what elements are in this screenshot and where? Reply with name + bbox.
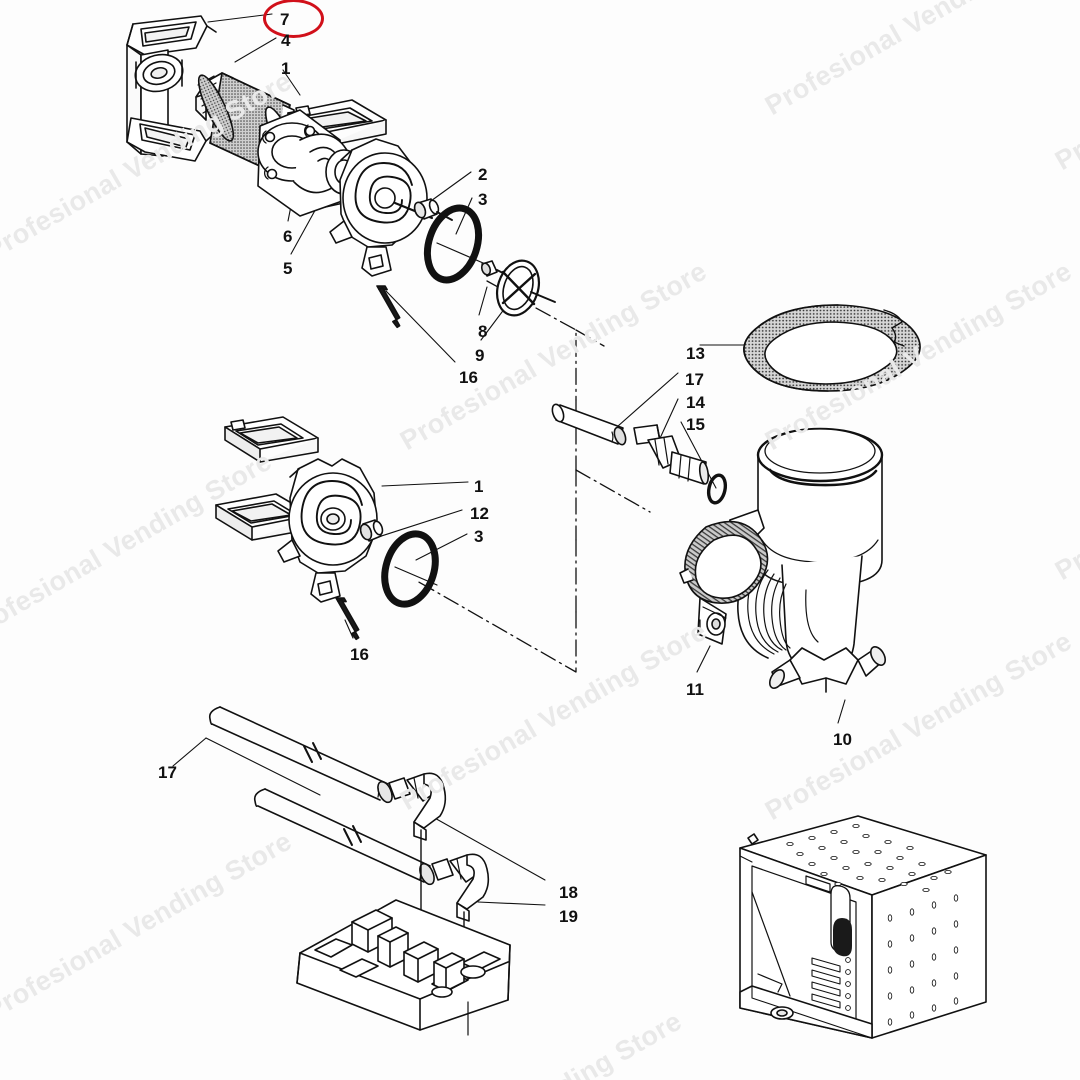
centerlines: [414, 280, 651, 673]
callout-label-11[interactable]: 11: [686, 680, 704, 699]
part-15-o-ring-small: [706, 473, 728, 505]
part-3-o-ring-lower: [381, 530, 439, 608]
part-18-elbow-upper: [388, 772, 447, 841]
part-11-hose-clamp: [679, 520, 769, 645]
part-7-mounting-bracket: [126, 15, 217, 162]
callout-label-1-lower[interactable]: 1: [474, 477, 484, 496]
callout-label-4[interactable]: 4: [281, 31, 291, 50]
part-volute-cover: [329, 138, 434, 277]
hopper-group-art: [551, 304, 921, 505]
second-assembly-art: [215, 416, 439, 641]
callout-label-2[interactable]: 2: [478, 165, 488, 184]
callout-label-19[interactable]: 19: [559, 907, 578, 926]
callout-label-1-upper[interactable]: 1: [281, 59, 291, 78]
part-17-hose-a: [208, 706, 393, 804]
callout-label-17-lower[interactable]: 17: [158, 763, 177, 782]
callout-label-13[interactable]: 13: [686, 344, 705, 363]
machine-unit-art: [739, 815, 987, 1039]
callout-label-6[interactable]: 6: [283, 227, 293, 246]
motor-assembly-art: [126, 15, 556, 329]
callout-label-9[interactable]: 9: [475, 346, 485, 365]
part-9-impeller: [496, 259, 556, 317]
callout-label-5[interactable]: 5: [283, 259, 293, 278]
highlight-ellipse-part-7: [263, 0, 324, 38]
callout-label-16-lower[interactable]: 16: [350, 645, 369, 664]
part-16-screw-lower: [322, 593, 374, 641]
callout-label-17-upper[interactable]: 17: [685, 370, 704, 389]
callout-label-3-lower[interactable]: 3: [474, 527, 484, 546]
callout-label-15[interactable]: 15: [686, 415, 705, 434]
part-18-elbow-lower: [431, 853, 490, 922]
callout-label-8[interactable]: 8: [478, 322, 488, 341]
part-14-hose-fitting: [633, 424, 710, 485]
part-16-screw-upper: [363, 281, 415, 329]
callout-label-16-upper[interactable]: 16: [459, 368, 478, 387]
part-19-base-plate: [296, 899, 511, 1036]
callout-label-10[interactable]: 10: [833, 730, 852, 749]
part-17-hose-upper: [551, 403, 627, 446]
callout-label-18[interactable]: 18: [559, 883, 578, 902]
part-17-hose-b: [253, 788, 435, 886]
part-12-bushing: [359, 519, 384, 542]
callout-label-12[interactable]: 12: [470, 504, 489, 523]
part-3-o-ring: [423, 204, 491, 284]
tubing-group-art: [208, 706, 511, 1036]
callout-label-3-upper[interactable]: 3: [478, 190, 488, 209]
grinder-group-art: [679, 427, 887, 693]
part-10-grinder-body: [725, 427, 887, 693]
callout-label-7[interactable]: 7: [280, 10, 290, 29]
callout-label-14[interactable]: 14: [686, 393, 705, 412]
part-13-gasket-ring: [743, 304, 921, 392]
